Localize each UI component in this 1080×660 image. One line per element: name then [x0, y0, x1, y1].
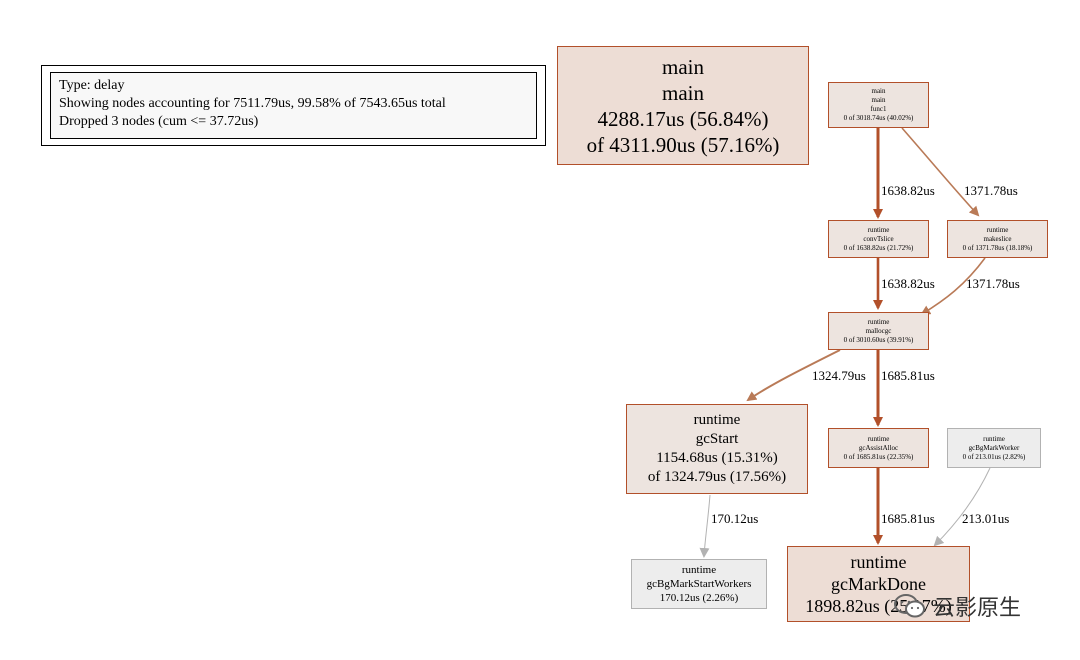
node-package: runtime — [850, 552, 907, 572]
node-function: gcMarkDone — [831, 574, 926, 594]
node-function: gcBgMarkStartWorkers — [646, 578, 752, 590]
node-package: runtime — [693, 412, 741, 428]
node-package: runtime — [986, 225, 1009, 234]
node-cum: 0 of 3010.60us (39.91%) — [843, 335, 914, 344]
node-main-func1[interactable]: main main func1 0 of 3018.74us (40.02%) — [828, 82, 929, 128]
edge-gcBgMarkWorker-gcMarkDone — [933, 467, 991, 547]
node-flat: 170.12us (2.26%) — [659, 592, 739, 604]
watermark-text: 云影原生 — [933, 596, 1022, 621]
node-function: gcStart — [695, 431, 739, 447]
profile-legend-body: Type: delay Showing nodes accounting for… — [50, 72, 537, 139]
node-cum: of 4311.90us (57.16%) — [586, 132, 780, 157]
edge-label-func1-makeslice: 1371.78us — [964, 183, 1018, 198]
node-gcBgMarkStartWorkers[interactable]: runtime gcBgMarkStartWorkers 170.12us (2… — [631, 559, 767, 609]
legend-showing: Showing nodes accounting for 7511.79us, … — [59, 96, 446, 111]
node-cum: 0 of 1685.81us (22.35%) — [843, 452, 914, 461]
edge-label-func1-convTslice: 1638.82us — [881, 183, 935, 198]
node-function: main — [662, 80, 704, 105]
node-makeslice[interactable]: runtime makeslice 0 of 1371.78us (18.18%… — [947, 220, 1048, 258]
edge-label-gcAssistAlloc-gcMarkDone: 1685.81us — [881, 511, 935, 526]
edge-label-convTslice-mallocgc: 1638.82us — [881, 276, 935, 291]
edge-label-gcStart-gcBgMarkStartWorkers: 170.12us — [711, 511, 759, 526]
node-package: main — [662, 54, 704, 79]
node-package: main — [871, 87, 886, 95]
node-gcAssistAlloc[interactable]: runtime gcAssistAlloc 0 of 1685.81us (22… — [828, 428, 929, 468]
node-gcBgMarkWorker[interactable]: runtime gcBgMarkWorker 0 of 213.01us (2.… — [947, 428, 1041, 468]
edge-func1-makeslice — [901, 127, 980, 217]
node-package: runtime — [983, 434, 1005, 443]
edge-label-gcBgMarkWorker-gcMarkDone: 213.01us — [962, 511, 1010, 526]
node-function: gcBgMarkWorker — [968, 443, 1020, 452]
node-cum: of 1324.79us (17.56%) — [647, 469, 787, 485]
edge-gcStart-gcBgMarkStartWorkers — [699, 494, 711, 558]
legend-type: Type: delay — [59, 78, 125, 93]
node-package: runtime — [867, 434, 890, 443]
node-convTslice[interactable]: runtime convTslice 0 of 1638.82us (21.72… — [828, 220, 929, 258]
edge-mallocgc-gcStart — [746, 349, 841, 402]
node-package: runtime — [867, 317, 890, 326]
legend-dropped: Dropped 3 nodes (cum <= 37.72us) — [59, 114, 259, 129]
node-flat: 1154.68us (15.31%) — [656, 450, 778, 466]
node-main-main[interactable]: main main 4288.17us (56.84%) of 4311.90u… — [557, 46, 809, 165]
node-package: runtime — [681, 564, 717, 576]
node-function: gcAssistAlloc — [858, 443, 899, 452]
node-cum: 0 of 1371.78us (18.18%) — [962, 243, 1033, 252]
node-gcStart[interactable]: runtime gcStart 1154.68us (15.31%) of 13… — [626, 404, 808, 494]
node-function: mallocgc — [865, 326, 892, 335]
node-package: runtime — [867, 225, 890, 234]
node-function-suffix: func1 — [870, 105, 887, 113]
node-cum: 0 of 1638.82us (21.72%) — [843, 243, 914, 252]
node-function: main — [871, 96, 886, 104]
profile-legend: Type: delay Showing nodes accounting for… — [41, 65, 546, 146]
wechat-icon — [893, 593, 927, 619]
node-function: convTslice — [863, 234, 894, 243]
edge-makeslice-mallocgc — [920, 257, 986, 316]
watermark: 云影原生 — [893, 590, 1021, 622]
node-flat: 4288.17us (56.84%) — [597, 106, 769, 131]
node-cum: 0 of 3018.74us (40.02%) — [843, 114, 914, 122]
edge-label-mallocgc-gcStart: 1324.79us — [812, 368, 866, 383]
node-mallocgc[interactable]: runtime mallocgc 0 of 3010.60us (39.91%) — [828, 312, 929, 350]
node-function: makeslice — [983, 234, 1012, 243]
edge-label-mallocgc-gcAssistAlloc: 1685.81us — [881, 368, 935, 383]
node-cum: 0 of 213.01us (2.82%) — [962, 452, 1026, 461]
edge-label-makeslice-mallocgc: 1371.78us — [966, 276, 1020, 291]
